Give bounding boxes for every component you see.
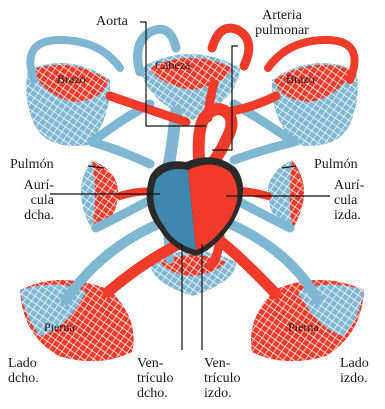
auricula-izda-line-3: izda. xyxy=(334,208,364,223)
ventriculo-dcho-label: Ven- trículo dcho. xyxy=(137,356,174,401)
auricula-izda-line-2: cula xyxy=(334,193,364,208)
lado-izdo-line-2: izdo. xyxy=(340,371,369,386)
ventriculo-izdo-line-2: trículo xyxy=(204,371,241,386)
ventriculo-dcho-line-3: dcho. xyxy=(137,386,174,401)
auricula-dcha-line-1: Aurí- xyxy=(8,178,54,193)
auricula-dcha-line-3: dcha. xyxy=(8,208,54,223)
arteria-pulmonar-line-2: pulmonar xyxy=(238,23,326,38)
auricula-dcha-label: Aurí- cula dcha. xyxy=(8,178,54,223)
brazo-right-label: Brazo xyxy=(57,72,86,87)
brazo-left-label: Brazo xyxy=(286,72,315,87)
cabeza-label: Cabeza xyxy=(155,58,190,73)
pulmon-right-label: Pulmón xyxy=(10,157,54,172)
auricula-izda-label: Aurí- cula izda. xyxy=(334,178,364,223)
ventriculo-izdo-line-1: Ven- xyxy=(204,356,241,371)
arteria-pulmonar-label: Arteria pulmonar xyxy=(238,8,326,38)
lado-izdo-label: Lado izdo. xyxy=(340,356,369,386)
auricula-izda-line-1: Aurí- xyxy=(334,178,364,193)
pierna-left-label: Pierna xyxy=(288,320,319,335)
auricula-dcha-line-2: cula xyxy=(8,193,54,208)
pulmon-left-label: Pulmón xyxy=(314,157,358,172)
lado-dcho-label: Lado dcho. xyxy=(8,356,39,386)
pierna-right-label: Pierna xyxy=(44,320,75,335)
arteria-pulmonar-line-1: Arteria xyxy=(238,8,326,23)
ventriculo-dcho-line-2: trículo xyxy=(137,371,174,386)
ventriculo-dcho-line-1: Ven- xyxy=(137,356,174,371)
aorta-label: Aorta xyxy=(96,14,128,29)
ventriculo-izdo-label: Ven- trículo izdo. xyxy=(204,356,241,401)
ventriculo-izdo-line-3: izdo. xyxy=(204,386,241,401)
lado-dcho-line-1: Lado xyxy=(8,356,39,371)
lado-izdo-line-1: Lado xyxy=(340,356,369,371)
lado-dcho-line-2: dcho. xyxy=(8,371,39,386)
